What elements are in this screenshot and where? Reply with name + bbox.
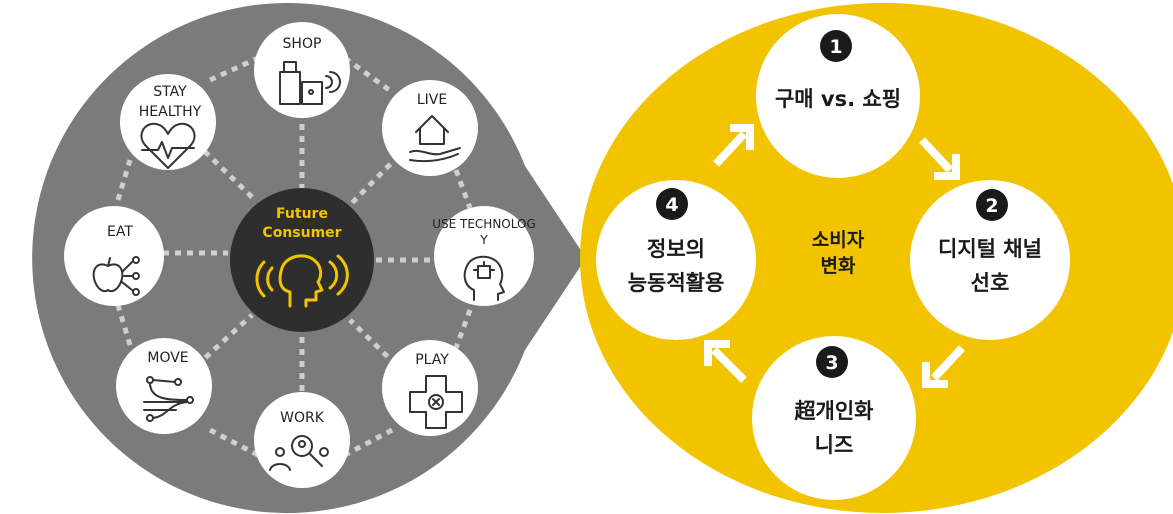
step-1: 1 구매 vs. 쇼핑 — [756, 14, 920, 178]
step-2-number: 2 — [985, 195, 998, 217]
step-1-line1: 구매 vs. 쇼핑 — [775, 87, 901, 111]
heart-pulse-icon — [140, 122, 196, 169]
house-hand-icon — [409, 115, 461, 163]
node-shop-label: SHOP — [283, 36, 322, 52]
node-shop: SHOP — [254, 22, 350, 118]
node-play-label: PLAY — [415, 352, 449, 368]
gamepad-icon — [409, 375, 463, 429]
arrow-3-to-4 — [704, 340, 747, 383]
node-use-tech-label-line2: Y — [479, 233, 488, 247]
node-move-label: MOVE — [147, 350, 188, 366]
step-4: 4 정보의 능동적활용 — [596, 180, 756, 340]
node-stay-healthy-line2: HEALTHY — [139, 104, 202, 120]
step-4-line2: 능동적활용 — [628, 271, 725, 295]
step-2-line1: 디지털 채널 — [938, 237, 1042, 261]
hub-label-line2: Consumer — [262, 225, 341, 241]
apple-nodes-icon — [92, 256, 140, 296]
step-4-line1: 정보의 — [647, 237, 705, 261]
node-use-technology: USE TECHNOLOG Y — [432, 206, 536, 306]
step-3-badge — [816, 346, 848, 378]
step-1-number: 1 — [829, 36, 842, 58]
yellow-circle — [580, 3, 1173, 513]
hub-label-line1: Future — [276, 206, 328, 222]
consumer-change-line1: 소비자 — [812, 229, 865, 251]
step-2: 2 디지털 채널 선호 — [910, 180, 1070, 340]
step-3-number: 3 — [825, 352, 838, 374]
node-stay-healthy-line1: STAY — [153, 84, 187, 100]
magnifier-people-icon — [269, 435, 329, 471]
node-work-label: WORK — [280, 410, 325, 426]
consumer-change-line2: 변화 — [821, 255, 856, 277]
step-3-line1: 超개인화 — [795, 399, 875, 423]
node-use-tech-label-line1: USE TECHNOLOG — [432, 217, 536, 231]
step-2-badge — [976, 189, 1008, 221]
node-live-label: LIVE — [417, 92, 447, 108]
future-consumer-hub: Future Consumer — [230, 188, 374, 332]
node-live: LIVE — [382, 80, 478, 176]
node-work: WORK — [254, 392, 350, 488]
step-3: 3 超개인화 니즈 — [752, 336, 916, 500]
network-route-icon — [143, 376, 194, 422]
step-4-badge — [656, 188, 688, 220]
step-1-badge — [820, 30, 852, 62]
node-play: PLAY — [382, 340, 478, 436]
arrow-4-to-1 — [713, 124, 754, 167]
head-chip-icon — [463, 255, 505, 301]
cycle-arrows — [704, 124, 965, 388]
arrow-1-to-2 — [919, 137, 960, 180]
node-eat: EAT — [64, 206, 164, 306]
head-sound-icon — [255, 254, 349, 308]
step-3-line2: 니즈 — [815, 433, 854, 457]
node-move: MOVE — [116, 338, 212, 434]
arrow-2-to-3 — [922, 345, 965, 388]
node-eat-label: EAT — [107, 224, 133, 240]
step-2-line2: 선호 — [971, 271, 1010, 295]
shopping-bag-icon — [279, 61, 341, 105]
node-stay-healthy: STAY HEALTHY — [120, 74, 216, 170]
step-4-number: 4 — [665, 194, 678, 216]
